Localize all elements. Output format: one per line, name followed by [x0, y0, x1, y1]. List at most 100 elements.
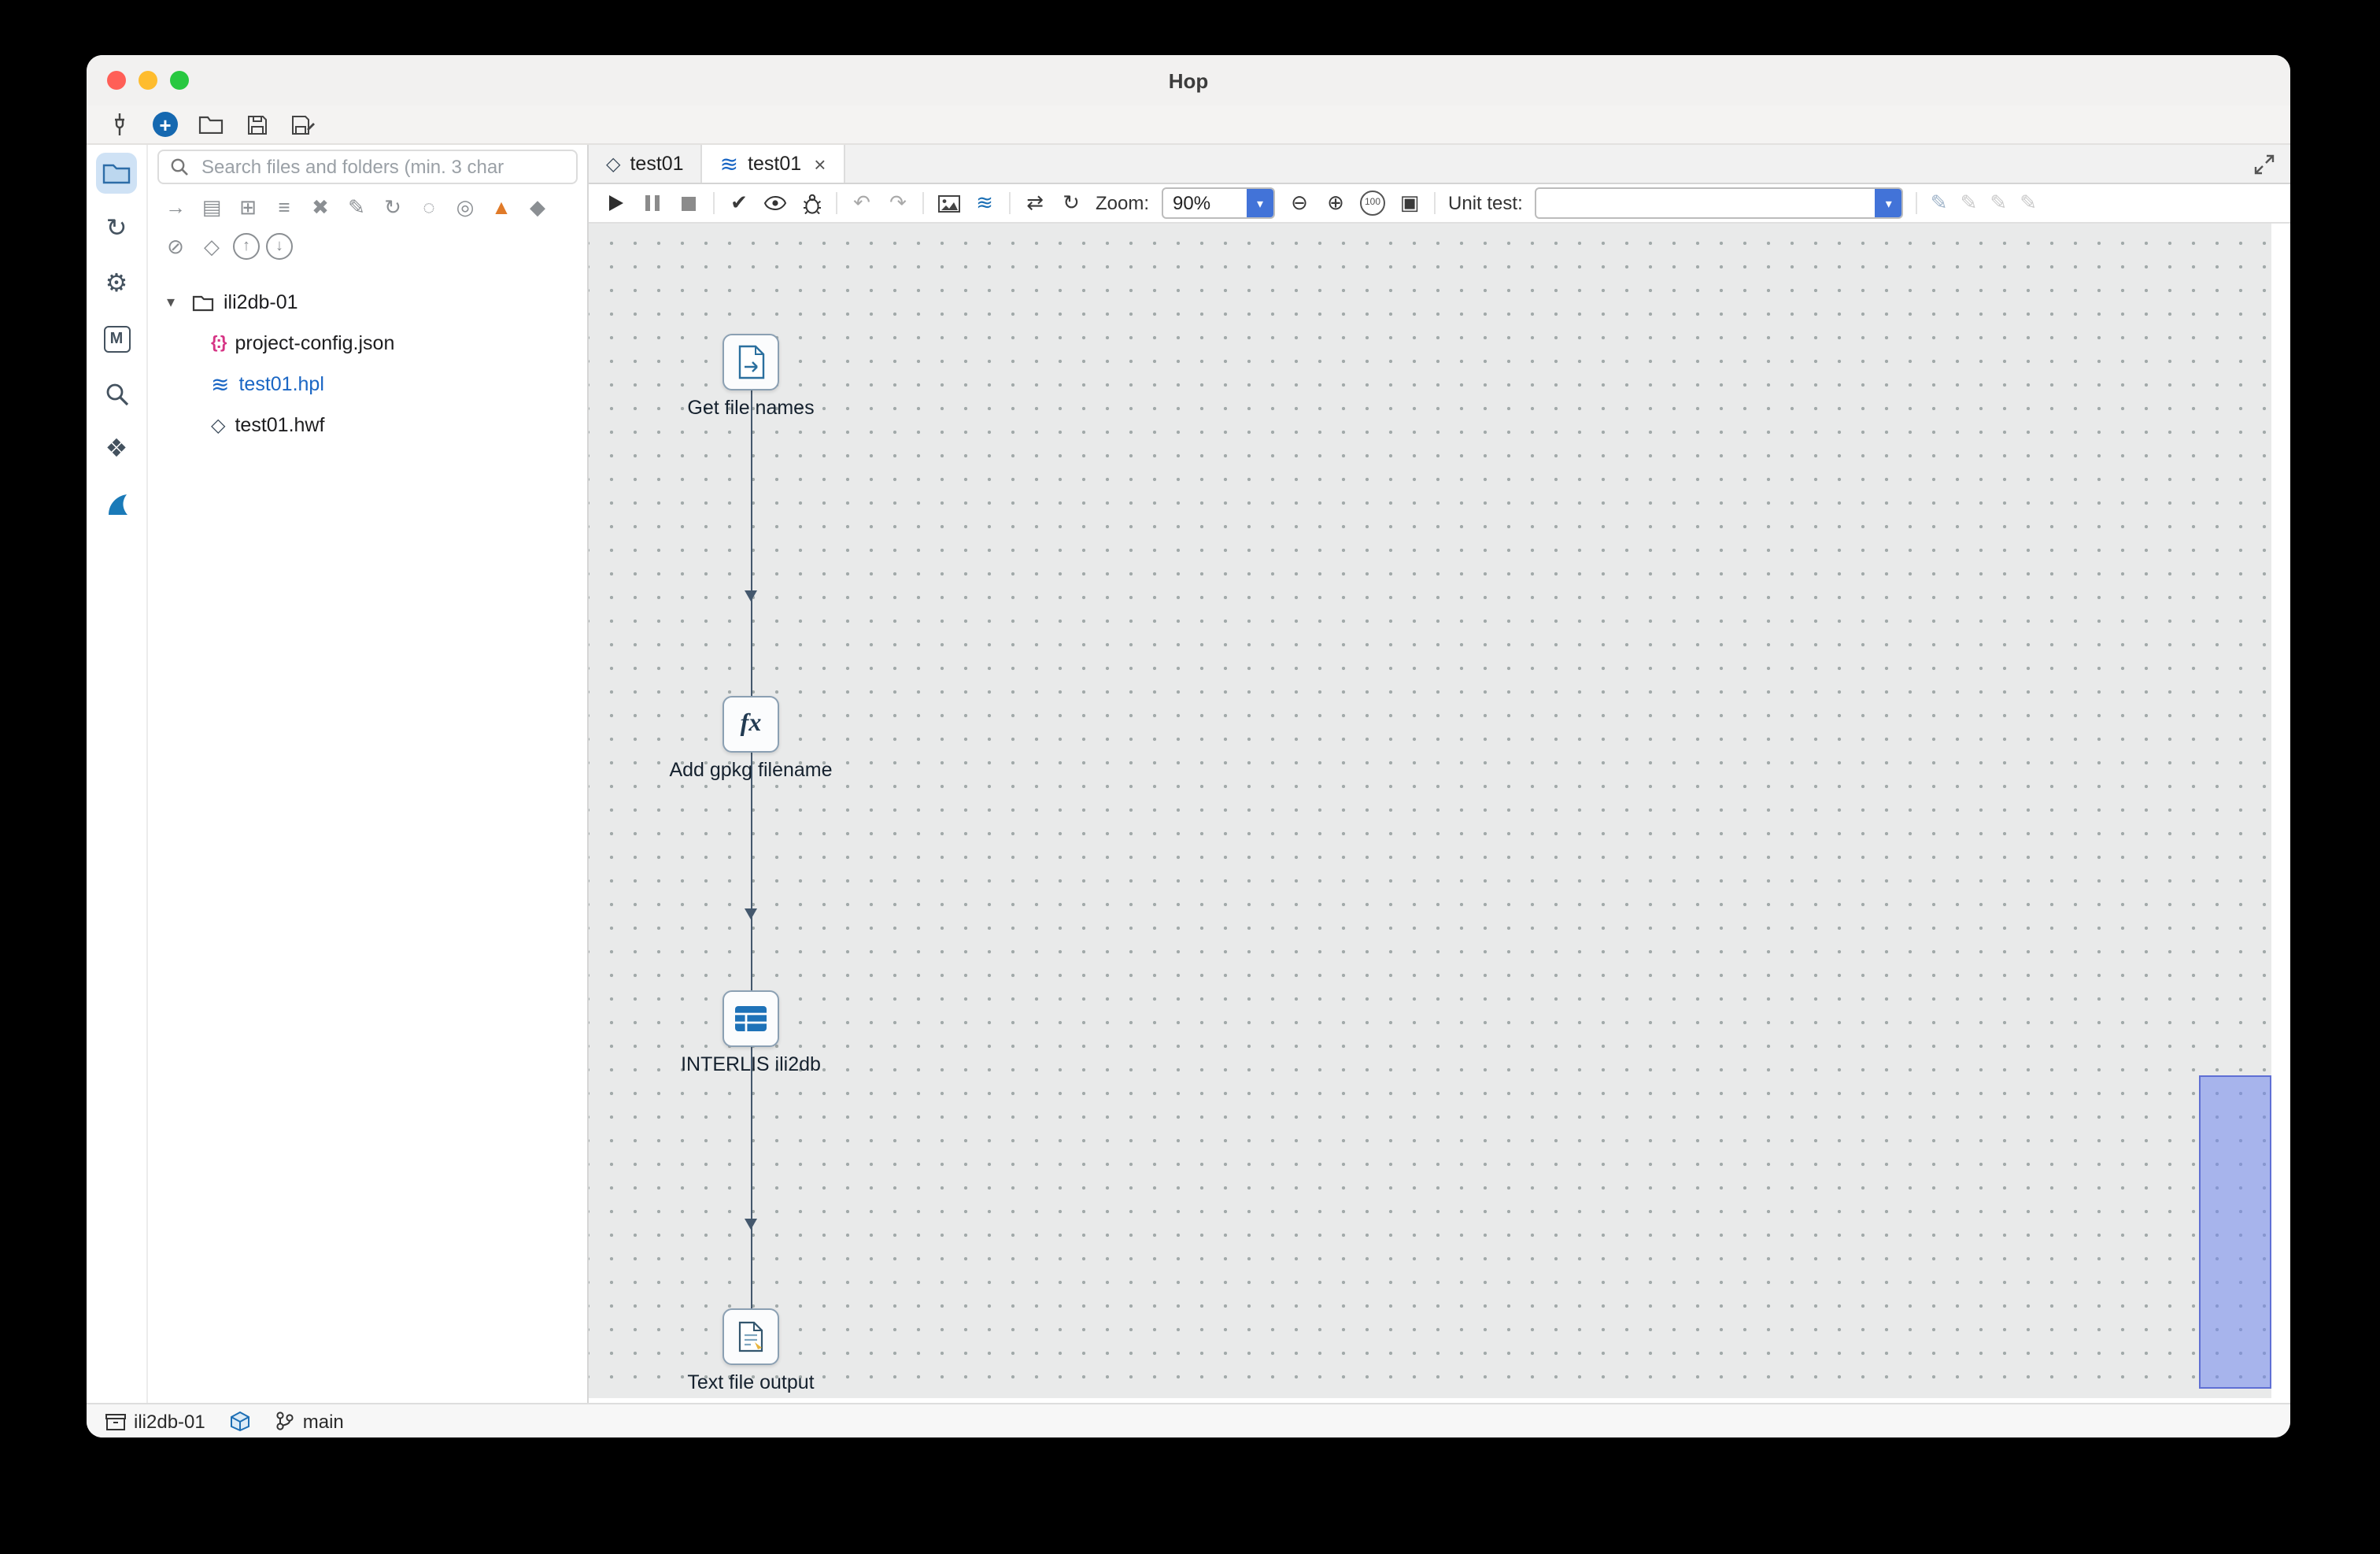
add-test-icon[interactable]: ✎	[1960, 191, 1978, 214]
show-hidden-icon[interactable]: ◌	[423, 195, 435, 219]
move-down-icon[interactable]: ↓	[266, 233, 293, 260]
transform-get-file-names[interactable]: Get file names	[633, 334, 869, 419]
chevron-down-icon[interactable]: ▾	[1875, 189, 1902, 217]
folder-icon	[192, 294, 214, 311]
align-button[interactable]: ⇄	[1026, 191, 1044, 214]
collapse-all-icon[interactable]: ≡	[278, 195, 290, 219]
explorer-perspective-button[interactable]	[96, 153, 137, 194]
metadata-perspective-button[interactable]: M	[96, 318, 137, 359]
maximize-editor-button[interactable]	[2238, 145, 2290, 183]
zoom-window-button[interactable]	[170, 71, 189, 90]
gear-icon: ⚙	[105, 271, 128, 298]
close-window-button[interactable]	[107, 71, 126, 90]
workflow-icon: ◇	[606, 153, 621, 175]
pipeline-icon: ≋	[719, 150, 739, 176]
chevron-down-icon[interactable]: ▾	[1247, 189, 1274, 217]
rename-icon[interactable]: ✎	[348, 195, 365, 219]
eraser-icon[interactable]: ⊘	[167, 235, 184, 258]
refresh-icon[interactable]: ↻	[384, 195, 401, 219]
tab-pipeline-test01[interactable]: ≋ test01 ×	[702, 145, 845, 183]
json-file-icon: {:}	[211, 334, 227, 353]
table-icon[interactable]	[722, 990, 779, 1047]
save-button[interactable]	[242, 110, 271, 139]
run-button[interactable]	[604, 195, 628, 211]
zoom-select[interactable]: 90% ▾	[1162, 187, 1276, 219]
locate-icon[interactable]: ◎	[456, 195, 475, 219]
pipeline-file-icon: ≋	[211, 371, 230, 396]
search-input[interactable]	[198, 154, 565, 179]
redo-button[interactable]: ↷	[889, 191, 907, 214]
stop-button[interactable]	[677, 196, 700, 210]
tree-file-row[interactable]: {:} project-config.json	[148, 323, 587, 364]
preview-button[interactable]	[763, 195, 787, 211]
db-cleanup-icon[interactable]: ◆	[530, 195, 545, 219]
image-icon	[937, 194, 959, 212]
calculator-fx-icon[interactable]: fx	[722, 696, 779, 753]
db-delete-icon[interactable]: ▲	[491, 195, 512, 219]
new-button[interactable]: +	[151, 110, 179, 139]
move-up-icon[interactable]: ↑	[233, 233, 260, 260]
transform-label: INTERLIS ili2db	[681, 1053, 821, 1075]
pause-button[interactable]	[641, 195, 664, 211]
tab-workflow-test01[interactable]: ◇ test01	[589, 145, 703, 183]
forward-icon[interactable]: →	[165, 195, 186, 219]
check-pipeline-button[interactable]: ✔	[730, 191, 748, 214]
explorer-toolbar-row2: ⊘ ◇ ↑ ↓	[148, 227, 587, 266]
zoom-fit-button[interactable]: ▣	[1399, 191, 1420, 214]
explorer-panel: → ▤ ⊞ ≡ ✖ ✎ ↻ ◌ ◎ ▲ ◆ ⊘ ◇ ↑ ↓	[148, 145, 589, 1403]
search-icon	[105, 383, 128, 405]
pipeline-actions-button[interactable]: ≋	[976, 191, 993, 214]
expand-all-icon[interactable]: ⊞	[239, 195, 257, 219]
open-folder-icon[interactable]: ▤	[201, 195, 222, 219]
unit-test-select[interactable]: ▾	[1535, 187, 1904, 219]
tree-folder-row[interactable]: ▾ ili2db-01	[148, 282, 587, 323]
pipeline-toolbar: ✔ ↶ ↷ ≋ ⇄ ↻	[589, 184, 2290, 224]
minimize-window-button[interactable]	[139, 71, 157, 90]
hop-mascot-button[interactable]	[96, 483, 137, 524]
open-button[interactable]	[197, 110, 225, 139]
detach-test-icon[interactable]: ✎	[1990, 191, 2008, 214]
window-title: Hop	[1168, 68, 1209, 92]
configuration-perspective-button[interactable]: ⚙	[96, 263, 137, 304]
tab-label: test01	[748, 153, 802, 175]
search-perspective-button[interactable]	[96, 373, 137, 414]
redraw-button[interactable]: ↻	[1062, 191, 1080, 214]
chevron-down-icon[interactable]: ▾	[167, 294, 176, 311]
expand-icon	[2254, 154, 2275, 174]
environment-indicator[interactable]	[231, 1411, 251, 1431]
file-name: project-config.json	[235, 332, 395, 354]
tree-file-row[interactable]: ◇ test01.hwf	[148, 405, 587, 446]
text-file-output-icon[interactable]	[722, 1308, 779, 1365]
undo-button[interactable]: ↶	[853, 191, 870, 214]
zoom-out-button[interactable]: ⊖	[1291, 191, 1308, 214]
get-file-names-icon[interactable]	[722, 334, 779, 390]
hop-link[interactable]	[745, 749, 758, 990]
selection-rectangle[interactable]	[2199, 1075, 2271, 1389]
zoom-in-button[interactable]: ⊕	[1327, 191, 1344, 214]
tab-spacer	[844, 145, 2238, 183]
pipeline-canvas[interactable]: Get file names fx Add gpkg filename	[589, 224, 2271, 1398]
hop-link[interactable]	[745, 1044, 758, 1308]
remove-test-icon[interactable]: ✎	[2020, 191, 2037, 214]
plugins-icon: ❖	[105, 436, 128, 463]
tree-file-row[interactable]: ≋ test01.hpl	[148, 364, 587, 405]
snapshot-button[interactable]	[937, 194, 960, 212]
file-search[interactable]	[157, 150, 578, 184]
save-as-button[interactable]	[288, 110, 316, 139]
hop-item-icon[interactable]: ◇	[204, 235, 220, 258]
edit-test-icon[interactable]: ✎	[1930, 191, 1948, 214]
zoom-100-button[interactable]: 100	[1360, 191, 1386, 216]
plugins-perspective-button[interactable]: ❖	[96, 428, 137, 469]
hop-link[interactable]	[745, 387, 758, 696]
debug-button[interactable]	[800, 193, 823, 213]
delete-icon[interactable]: ✖	[312, 195, 329, 219]
close-tab-icon[interactable]: ×	[814, 152, 826, 176]
play-icon	[609, 195, 623, 211]
transform-interlis-ili2db[interactable]: INTERLIS ili2db	[633, 990, 869, 1075]
project-indicator[interactable]: ili2db-01	[105, 1410, 205, 1432]
git-branch-indicator[interactable]: main	[276, 1410, 344, 1432]
data-orchestration-perspective-button[interactable]: ↻	[96, 208, 137, 249]
transform-add-gpkg-filename[interactable]: fx Add gpkg filename	[633, 696, 869, 781]
transform-text-file-output[interactable]: Text file output	[633, 1308, 869, 1393]
project-name: ili2db-01	[134, 1410, 205, 1432]
